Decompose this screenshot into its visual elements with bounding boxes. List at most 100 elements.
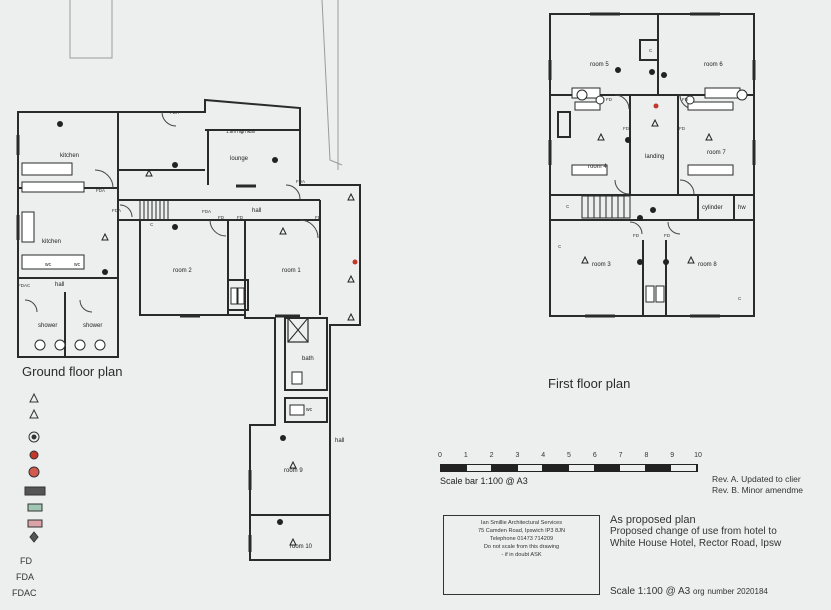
scale-warning: Do not scale from this drawing	[483, 544, 560, 550]
scale-bar: 0 1 2 3 4 5 6 7 8 9 10 Scale bar 1:100 @ A3	[438, 452, 702, 486]
room-6-label: room 6	[704, 62, 723, 68]
kitchen-fittings	[21, 162, 305, 416]
door-tag-fd-1: FD	[218, 215, 225, 220]
door-tag-fdac-1: FDAC	[18, 283, 31, 288]
legend-code-fdac: FDAC	[12, 588, 37, 598]
room-10-label: room 10	[290, 544, 313, 550]
wc-a-label: wc	[306, 407, 313, 413]
room-2-label: room 2	[173, 268, 192, 274]
ground-room-labels: kitchen kitchen lounge 1.5m high wall ha…	[38, 129, 344, 550]
hall-left-label: hall	[55, 282, 64, 288]
architect-address: 75 Camden Road, Ipswich IP3 8JN	[477, 528, 566, 534]
drawing-status: As proposed plan	[610, 514, 696, 526]
door-tag-c-4: C	[649, 48, 653, 53]
scale-tick-label: 10	[694, 452, 702, 459]
heat-detectors	[101, 118, 713, 546]
scale-tick-label: 6	[592, 452, 597, 459]
door-tag-fda-5: FDA	[296, 179, 305, 184]
revision-notes: Rev. A. Updated to clier Rev. B. Minor a…	[712, 474, 803, 496]
fire-blanket-icon	[24, 486, 46, 496]
legend-symbols	[24, 392, 46, 543]
project-description: As proposed plan Proposed change of use …	[610, 514, 781, 550]
scale-tick-label: 1	[463, 452, 468, 459]
room-9-label: room 9	[284, 468, 303, 474]
fire-safety-symbols	[57, 67, 713, 546]
door-tag-fd-5: FD	[682, 97, 689, 102]
smoke-detectors	[57, 67, 669, 525]
first-windows	[548, 12, 756, 318]
scale-bar-graphic	[440, 464, 698, 472]
cylinder-label: cylinder	[702, 205, 723, 211]
first-floor-plan-title: First floor plan	[548, 376, 631, 391]
first-door-swings	[614, 94, 695, 235]
project-line-2: White House Hotel, Rector Road, Ipsw	[610, 538, 782, 549]
room-3-label: room 3	[592, 262, 611, 268]
scale-tick-label: 2	[489, 452, 494, 459]
ground-door-swings	[24, 111, 319, 313]
hw-label: hw	[738, 205, 746, 211]
hall-right-label: hall	[335, 438, 344, 444]
smoke-detector-icon	[29, 408, 39, 419]
shower-a-label: shower	[38, 323, 57, 329]
scale-tick-label: 8	[644, 452, 649, 459]
revision-b: Rev. B. Minor amendme	[712, 485, 804, 495]
scale-warning-2: - if in doubt ASK	[501, 552, 542, 558]
footer-scale: Scale 1:100 @ A3	[610, 586, 691, 597]
scale-ticks: 0 1 2 3 4 5 6 7 8 9 10	[438, 452, 702, 464]
door-tag-fda-3: FDA	[170, 110, 179, 115]
door-code-tags: FDA FDA FDA FDA FDA FDAC FD FD FD FD FD …	[18, 48, 742, 301]
fire-extinguisher-icon	[29, 450, 39, 460]
first-fittings	[571, 87, 748, 303]
door-tag-fd-7: FD	[679, 126, 686, 131]
hall-label: hall	[252, 208, 261, 214]
bath-label: bath	[302, 356, 314, 362]
scale-caption: Scale bar 1:100 @ A3	[440, 476, 528, 486]
kitchen-top-label: kitchen	[60, 153, 79, 159]
legend-code-fd: FD	[20, 556, 32, 566]
door-tag-fd-3: FD	[315, 215, 322, 220]
room-4-label: room 4	[588, 164, 607, 170]
heat-detector-icon	[29, 392, 39, 403]
lounge-label: lounge	[230, 156, 249, 162]
ground-floor-plan-title: Ground floor plan	[22, 364, 123, 379]
control-panel-icon	[27, 519, 43, 528]
door-tag-c-5: C	[558, 244, 562, 249]
door-tag-fda-2: FDA	[112, 208, 121, 213]
door-tag-fda-4: FDA	[202, 209, 211, 214]
footer-org: org	[693, 587, 705, 596]
door-tag-fda-1: FDA	[96, 188, 105, 193]
emergency-light-icon	[29, 531, 39, 543]
drawing-footer: Scale 1:100 @ A3 org number 2020184	[610, 586, 768, 597]
footer-number: number 2020184	[707, 587, 768, 596]
kitchen-lower-label: kitchen	[42, 239, 61, 245]
scale-tick-label: 4	[541, 452, 546, 459]
scale-tick-label: 3	[515, 452, 520, 459]
door-tag-c-1: C	[150, 222, 154, 227]
site-guide-lines	[69, 0, 343, 170]
shower-b-label: shower	[83, 323, 102, 329]
first-stairs	[581, 195, 631, 219]
door-tag-fd-6: FD	[623, 126, 630, 131]
wc-c-label: wc	[74, 262, 81, 268]
door-tag-c-2: C	[566, 204, 570, 209]
legend-code-fda: FDA	[16, 572, 34, 582]
scale-tick-label: 5	[567, 452, 571, 459]
landing-label: landing	[645, 154, 664, 160]
scale-tick-label: 7	[618, 452, 623, 459]
first-room-labels: room 5 room 6 room 4 room 7 landing cyli…	[588, 62, 746, 268]
scale-tick-label: 9	[670, 452, 675, 459]
lounge-note: 1.5m high wall	[226, 129, 255, 134]
ground-stairs	[139, 199, 169, 221]
ground-windows	[16, 135, 300, 552]
call-point-icon	[28, 466, 40, 478]
scale-tick-label: 0	[438, 452, 442, 459]
wired-glass-icon	[27, 503, 43, 512]
alarm-sounder-icon	[28, 431, 40, 443]
architect-phone: Telephone 01473 714209	[489, 536, 554, 542]
ground-floor-walls	[17, 98, 361, 561]
room-5-label: room 5	[590, 62, 609, 68]
project-line-1: Proposed change of use from hotel to	[610, 526, 777, 537]
architect-title-box: Ian Smillie Architectural Services 75 Ca…	[443, 515, 600, 595]
